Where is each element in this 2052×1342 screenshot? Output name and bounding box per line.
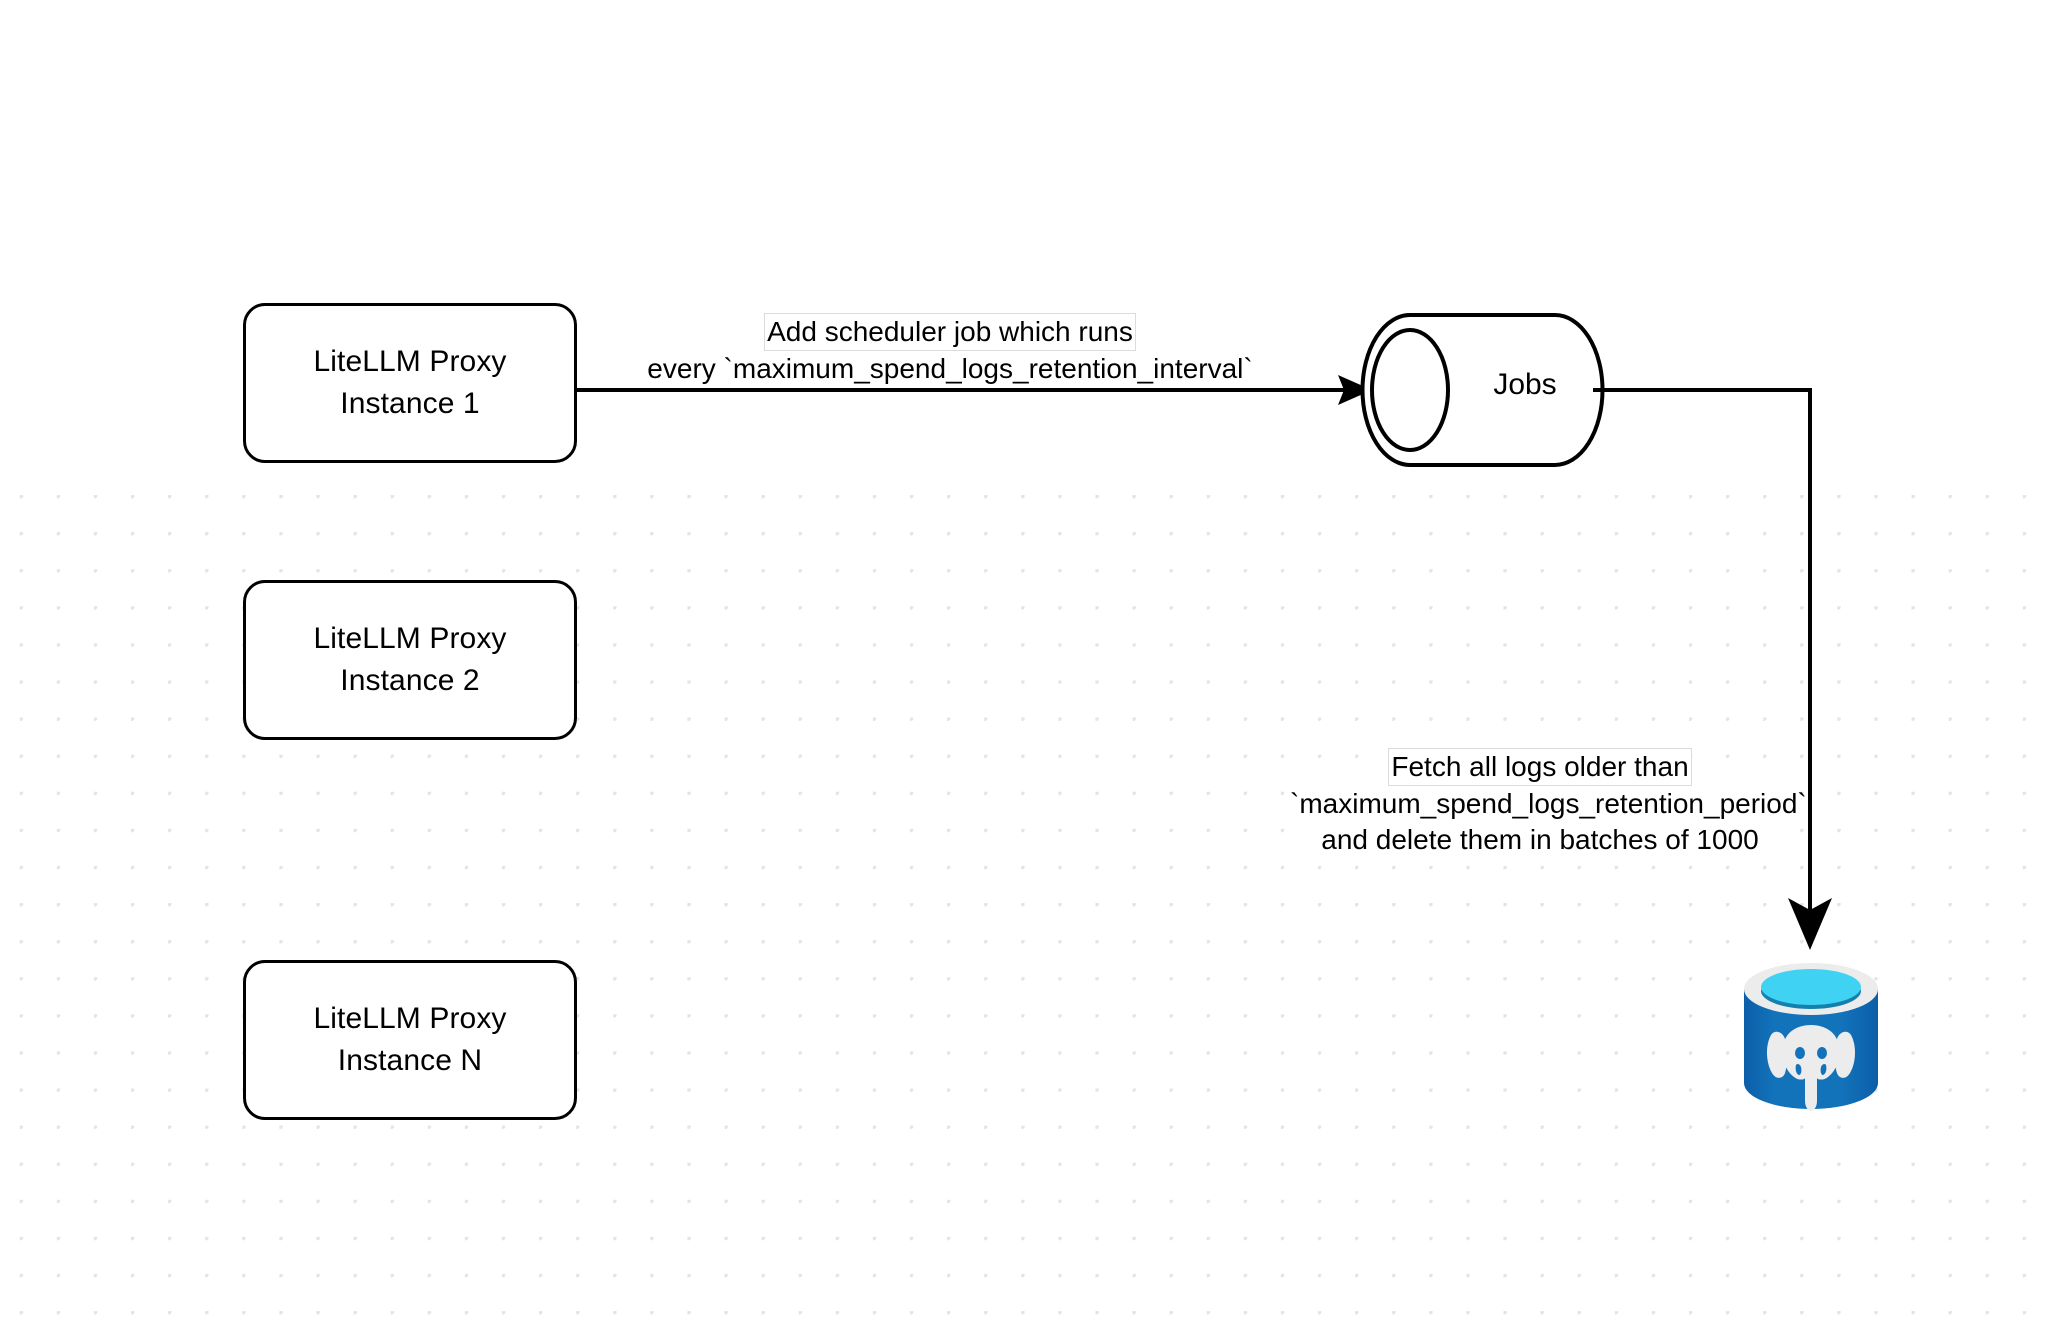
arrowhead-into-postgres xyxy=(1788,898,1832,950)
node-proxy-instance-2-line2: Instance 2 xyxy=(340,664,480,697)
postgres-top-surface xyxy=(1761,969,1861,1005)
edge-jobs-to-postgres xyxy=(1593,388,1832,950)
node-proxy-instance-1[interactable]: LiteLLM Proxy Instance 1 xyxy=(243,303,577,463)
node-proxy-instance-1-line1: LiteLLM Proxy xyxy=(313,345,507,378)
edge-label-scheduler: Add scheduler job which runs every `maxi… xyxy=(600,313,1300,387)
edge-label-fetch-line3: and delete them in batches of 1000 xyxy=(1290,822,1790,858)
node-proxy-instance-2[interactable]: LiteLLM Proxy Instance 2 xyxy=(243,580,577,740)
node-proxy-instance-2-line1: LiteLLM Proxy xyxy=(313,622,507,655)
postgresql-database-icon[interactable] xyxy=(1741,953,1881,1121)
edge-label-scheduler-line1: Add scheduler job which runs xyxy=(764,313,1136,351)
node-proxy-instance-n[interactable]: LiteLLM Proxy Instance N xyxy=(243,960,577,1120)
edge-label-fetch-delete: Fetch all logs older than `maximum_spend… xyxy=(1290,748,1807,858)
postgres-elephant-detail xyxy=(1795,1047,1827,1075)
node-proxy-instance-1-line2: Instance 1 xyxy=(340,387,480,420)
jobs-cylinder-cap xyxy=(1370,328,1450,452)
node-proxy-instance-n-line1: LiteLLM Proxy xyxy=(313,1002,507,1035)
edge-label-fetch-line1: Fetch all logs older than xyxy=(1388,748,1692,786)
edge-label-fetch-line2: `maximum_spend_logs_retention_period` xyxy=(1290,786,1807,822)
arrowhead-into-jobs xyxy=(1338,375,1372,405)
node-proxy-instance-n-line2: Instance N xyxy=(337,1044,483,1077)
node-jobs-queue-label: Jobs xyxy=(1493,368,1557,401)
edge-label-scheduler-line2: every `maximum_spend_logs_retention_inte… xyxy=(600,351,1300,387)
